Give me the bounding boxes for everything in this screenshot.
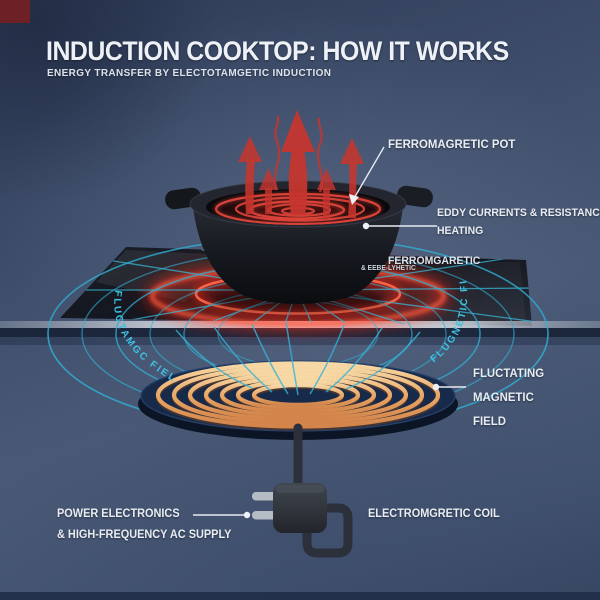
eddy-line1: EDDY CURRENTS & RESISTANCE	[437, 207, 600, 219]
power-plug	[252, 483, 327, 533]
field-converge-arcs	[175, 321, 421, 396]
power-line1: POWER ELECTRONICS	[57, 508, 180, 520]
surface-overlay-small-text: & EEBE-LYHETIC	[361, 265, 416, 272]
eddy-line2: HEATING	[437, 225, 484, 237]
callout-electromagnetic-coil: ELECTROMGRETIC COIL	[368, 508, 500, 520]
flux-line2: MAGNETIC	[473, 390, 534, 404]
callout-fluctuating-field: FLUCTATING MAGNETIC FIELD	[473, 361, 544, 433]
page-title: INDUCTION COOKTOP: HOW IT WORKS	[46, 36, 509, 66]
power-line2: & HIGH-FREQUENCY AC SUPPLY	[57, 529, 232, 541]
callout-eddy-currents: EDDY CURRENTS & RESISTANCE HEATING	[437, 204, 600, 240]
plug-prong-top	[252, 492, 278, 501]
bottom-accent-band	[0, 592, 600, 600]
surface-overlay-large-text: FERROMGARETIC	[388, 255, 481, 267]
callout-ferromagnetic-pot: FERROMAGRETIC POT	[388, 137, 516, 151]
flux-line1: FLUCTATING	[473, 366, 545, 380]
corner-accent-square	[0, 0, 30, 23]
power-cord	[293, 423, 353, 558]
callout-leaders	[193, 146, 466, 519]
plug-prong-bottom	[252, 511, 278, 520]
callout-power-electronics: POWER ELECTRONICS & HIGH-FREQUENCY AC SU…	[57, 504, 231, 546]
page-subtitle: ENERGY TRANSFER BY ELECTOTAMGETIC INDUCT…	[47, 67, 332, 79]
heat-arrows	[238, 110, 364, 218]
flux-line3: FIELD	[473, 414, 506, 428]
